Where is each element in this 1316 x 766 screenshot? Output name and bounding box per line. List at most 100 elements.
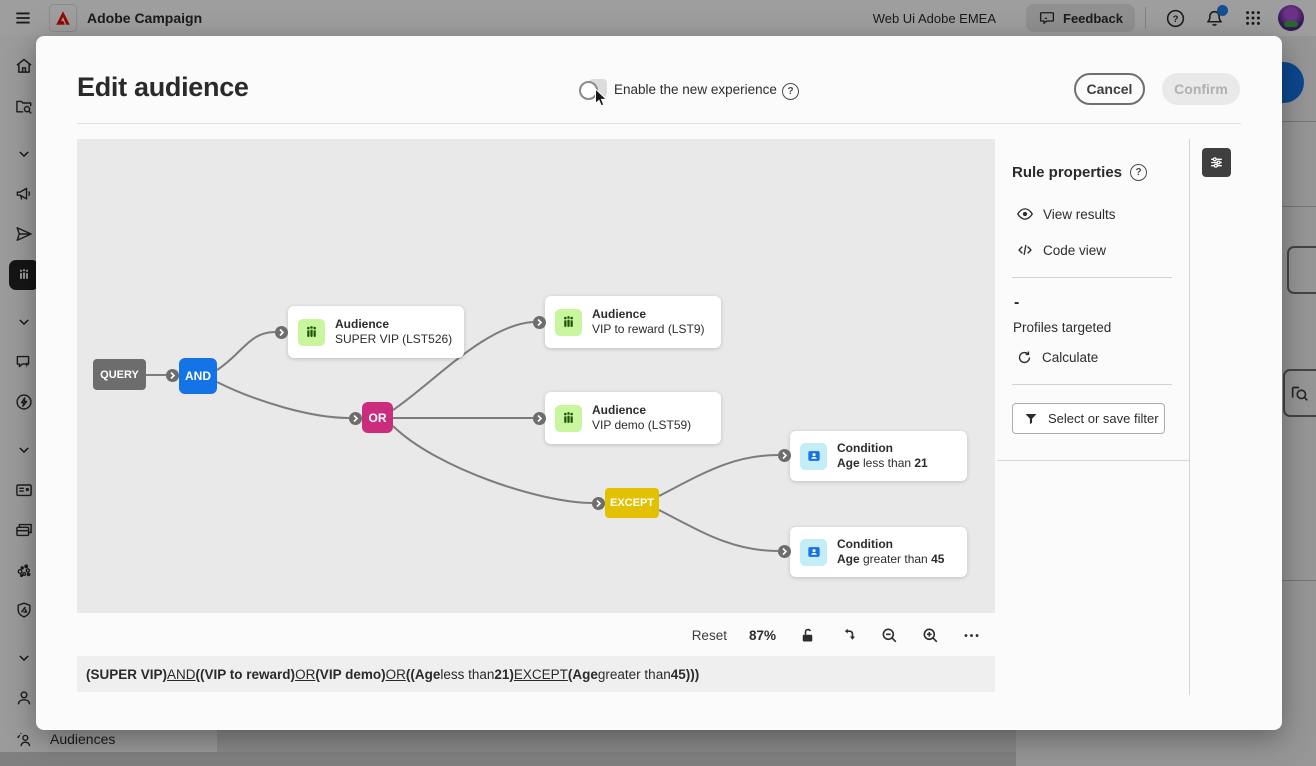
chevron-down-icon[interactable]	[14, 144, 34, 164]
rule-builder-canvas[interactable]: QUERY AND OR EXCEPT Audience SUPER VIP (…	[77, 139, 995, 613]
canvas-toolbar: Reset 87%	[77, 620, 995, 650]
mouse-cursor	[594, 88, 609, 108]
edge-chevron-icon	[778, 545, 791, 558]
bg-divider	[1282, 206, 1316, 207]
code-icon	[1016, 241, 1034, 259]
topbar-divider	[1145, 7, 1146, 29]
condition-node-age-less[interactable]: Condition Age less than 21	[790, 431, 967, 481]
bg-divider	[1282, 121, 1316, 122]
calculate-label: Calculate	[1042, 350, 1099, 365]
toggle-help-icon[interactable]: ?	[782, 81, 799, 100]
campaigns-megaphone-icon[interactable]	[14, 184, 34, 204]
sidebar-item-audiences[interactable]: Audiences	[50, 731, 116, 747]
hamburger-menu-icon[interactable]	[13, 8, 33, 28]
edge-chevron-icon	[349, 412, 362, 425]
node-type-label: Audience	[335, 317, 390, 331]
except-operator-node[interactable]: EXCEPT	[605, 488, 659, 518]
confirm-button[interactable]: Confirm	[1162, 73, 1240, 105]
zoom-level: 87%	[748, 627, 776, 643]
node-name-label: SUPER VIP (LST526)	[335, 332, 453, 346]
adobe-logo-icon[interactable]	[49, 4, 77, 32]
page-footer-strip	[0, 752, 1016, 766]
chevron-down-icon[interactable]	[14, 312, 34, 332]
rule-properties-panel: Rule properties ? View results Code view…	[1012, 164, 1172, 434]
view-results-item[interactable]: View results	[1016, 205, 1172, 223]
refresh-icon	[1016, 349, 1033, 366]
feedback-chat-icon	[1038, 9, 1056, 27]
rule-properties-help-icon[interactable]: ?	[1130, 164, 1148, 181]
reset-button[interactable]: Reset	[691, 627, 727, 643]
rule-properties-title: Rule properties	[1012, 164, 1123, 181]
node-type-label: Audience	[592, 307, 647, 321]
fragments-dots-icon[interactable]	[14, 560, 34, 580]
edit-audience-modal: Edit audience Enable the new experience …	[36, 36, 1282, 730]
panel-divider	[1012, 277, 1172, 278]
panel-divider	[997, 460, 1189, 461]
or-operator-node[interactable]: OR	[362, 402, 393, 433]
audience-node-super-vip[interactable]: Audience SUPER VIP (LST526)	[288, 306, 464, 358]
condition-icon	[800, 538, 827, 566]
node-type-label: Audience	[592, 403, 647, 417]
node-name-label: Age less than 21	[837, 456, 928, 470]
edge-chevron-icon	[275, 326, 288, 339]
audiences-rail-icon-selected[interactable]	[9, 260, 39, 290]
app-switcher-grid-icon[interactable]	[1243, 8, 1263, 28]
bg-divider	[1282, 580, 1316, 581]
profiles-targeted-label: Profiles targeted	[1013, 320, 1112, 335]
edge-chevron-icon	[533, 316, 546, 329]
header-divider	[77, 123, 1241, 124]
zoom-out-icon[interactable]	[880, 626, 899, 645]
rule-formula-bar: (SUPER VIP) AND ((VIP to reward) OR (VIP…	[77, 656, 995, 692]
fit-arrow-icon[interactable]	[839, 626, 858, 645]
zoom-in-icon[interactable]	[921, 626, 940, 645]
audience-node-vip-demo[interactable]: Audience VIP demo (LST59)	[545, 392, 721, 444]
calculate-item[interactable]: Calculate	[1016, 349, 1172, 366]
edge-chevron-icon	[533, 412, 546, 425]
node-name-label: VIP to reward (LST9)	[592, 322, 705, 336]
chevron-down-icon[interactable]	[14, 648, 34, 668]
journeys-lightning-circle-icon[interactable]	[14, 392, 34, 412]
audience-node-vip-to-reward[interactable]: Audience VIP to reward (LST9)	[545, 296, 721, 348]
code-view-item[interactable]: Code view	[1016, 241, 1172, 259]
help-icon[interactable]: ?	[1165, 8, 1186, 29]
cancel-button[interactable]: Cancel	[1074, 73, 1145, 105]
brand-shield-icon[interactable]	[14, 600, 34, 620]
unlock-icon[interactable]	[798, 626, 817, 645]
properties-sliders-button[interactable]	[1202, 148, 1231, 177]
and-operator-node[interactable]: AND	[179, 358, 217, 394]
edge-chevron-icon	[592, 497, 605, 510]
condition-node-age-greater[interactable]: Condition Age greater than 45	[790, 527, 967, 577]
audiences-people-icon[interactable]	[14, 730, 34, 750]
profiles-person-icon[interactable]	[14, 688, 34, 708]
eye-icon	[1016, 205, 1034, 223]
more-actions-icon[interactable]	[962, 626, 981, 645]
app-topbar: Adobe Campaign Web Ui Adobe EMEA Feedbac…	[0, 0, 1316, 36]
select-save-filter-button[interactable]: Select or save filter	[1012, 403, 1165, 434]
code-view-label: Code view	[1043, 242, 1107, 258]
view-results-label: View results	[1043, 206, 1116, 222]
new-experience-toggle-label: Enable the new experience	[614, 82, 777, 97]
feedback-label: Feedback	[1063, 10, 1123, 26]
messages-lightning-icon[interactable]	[14, 352, 34, 372]
feedback-button[interactable]: Feedback	[1026, 4, 1135, 32]
explorer-folder-search-icon[interactable]	[14, 97, 34, 117]
app-title: Adobe Campaign	[87, 10, 203, 26]
home-icon[interactable]	[14, 56, 34, 76]
node-type-label: Condition	[837, 441, 893, 455]
filter-button-label: Select or save filter	[1048, 411, 1159, 426]
node-name-label: VIP demo (LST59)	[592, 418, 692, 432]
notifications-bell-icon[interactable]	[1204, 4, 1228, 29]
deliveries-send-icon[interactable]	[14, 224, 34, 244]
chevron-down-icon[interactable]	[14, 440, 34, 460]
user-avatar[interactable]	[1278, 5, 1304, 31]
environment-label: Web Ui Adobe EMEA	[872, 10, 997, 26]
audience-icon	[298, 318, 325, 346]
query-node[interactable]: QUERY	[93, 359, 146, 390]
templates-cards-icon[interactable]	[14, 520, 34, 540]
modal-title: Edit audience	[77, 72, 249, 102]
filter-funnel-icon	[1023, 411, 1039, 427]
content-card-icon[interactable]	[14, 480, 34, 500]
bg-search-button-peek	[1283, 369, 1316, 417]
svg-text:?: ?	[1173, 14, 1179, 25]
node-type-label: Condition	[837, 537, 893, 551]
